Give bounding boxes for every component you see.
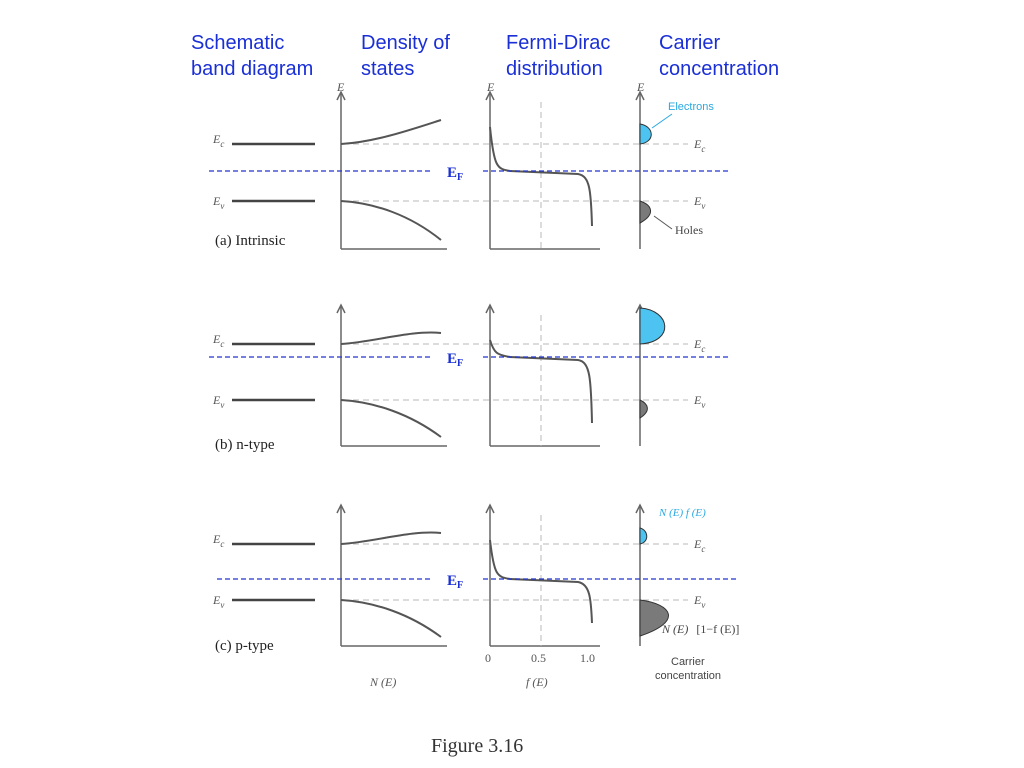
ev-sub-right: v (701, 400, 705, 410)
fermi-dirac-curve (489, 126, 593, 227)
fd-arrow (485, 303, 495, 314)
fermi-level-sub: F (457, 358, 463, 369)
ec-label: Ec (212, 332, 224, 349)
electron-distribution (639, 527, 648, 545)
x-label-carrier-line2: concentration (655, 670, 721, 682)
ev-sub: v (220, 400, 224, 410)
fermi-level-sub: F (457, 580, 463, 591)
header-band-diagram-line1: Schematic (191, 32, 284, 54)
fermi-level-sub: F (457, 172, 463, 183)
x-label-carrier-line1: Carrier (671, 656, 705, 668)
electrons-label: Electrons (668, 101, 714, 113)
ec-sub: c (220, 339, 224, 349)
holes-pointer (653, 215, 673, 230)
x-label-dos: N (E) (369, 675, 396, 689)
x-tick-10: 1.0 (580, 651, 595, 665)
fermi-dirac-curve (489, 339, 593, 424)
dos-conduction-curve (340, 531, 442, 545)
ec-sub-right: c (701, 344, 705, 354)
dos-conduction-curve (340, 331, 442, 345)
cc-arrow (635, 503, 645, 514)
electron-distribution (639, 123, 652, 145)
fermi-level-label: EF (447, 351, 463, 369)
ev-label: Ev (212, 194, 224, 211)
ec-sub-right: c (701, 544, 705, 554)
ev-sub-right: v (701, 201, 705, 211)
n1f-label: N (E) [1−f (E)] (661, 620, 739, 637)
fd-arrow (485, 90, 495, 101)
ev-label: Ev (212, 593, 224, 610)
fermi-level-label: EF (447, 573, 463, 591)
ev-label-right: Ev (693, 593, 705, 610)
ec-sub: c (220, 539, 224, 549)
fd-axis-e-label: E (486, 80, 495, 94)
cc-arrow (635, 90, 645, 101)
ec-label-right: Ec (693, 337, 705, 354)
nf-label: N (E) f (E) (658, 507, 706, 519)
header-density-of-states-line2: states (361, 58, 414, 80)
header-density-of-states-line1: Density of (361, 32, 450, 54)
fermi-dirac-curve (489, 539, 593, 624)
n1f-label-a: N (E) (661, 622, 688, 636)
header-fermi-dirac-line2: distribution (506, 58, 603, 80)
dos-arrow (336, 303, 346, 314)
ec-label: Ec (212, 132, 224, 149)
fd-arrow (485, 503, 495, 514)
ec-sub-right: c (701, 144, 705, 154)
electrons-pointer (651, 113, 673, 129)
x-tick-0: 0 (485, 651, 491, 665)
ev-label-right: Ev (693, 393, 705, 410)
holes-label: Holes (675, 223, 703, 237)
dos-arrow (336, 90, 346, 101)
ev-label-right: Ev (693, 194, 705, 211)
ec-label-right: Ec (693, 137, 705, 154)
dos-axis-e-label: E (336, 80, 345, 94)
cc-axis-e-label: E (636, 80, 645, 94)
x-tick-05: 0.5 (531, 651, 546, 665)
header-carrier-concentration-line1: Carrier (659, 32, 720, 54)
header-band-diagram-line2: band diagram (191, 58, 313, 80)
ec-label: Ec (212, 532, 224, 549)
dos-arrow (336, 503, 346, 514)
holes-annotation: Holes (653, 215, 703, 237)
electrons-annotation: Electrons (651, 101, 714, 129)
fermi-level-label: EF (447, 165, 463, 183)
hole-distribution (639, 399, 648, 419)
dos-valence-curve (340, 200, 442, 241)
ev-sub: v (220, 201, 224, 211)
ev-sub-right: v (701, 600, 705, 610)
ec-sub: c (220, 139, 224, 149)
ev-sub: v (220, 600, 224, 610)
header-fermi-dirac-line1: Fermi-Dirac (506, 32, 610, 54)
figure-caption: Figure 3.16 (431, 735, 523, 757)
dos-conduction-curve (340, 119, 442, 145)
header-carrier-concentration-line2: concentration (659, 58, 779, 80)
ec-label-right: Ec (693, 537, 705, 554)
hole-distribution (639, 200, 651, 224)
n1f-label-b: [1−f (E)] (696, 622, 739, 636)
electron-distribution (639, 307, 666, 345)
panel-caption: (b) n-type (215, 437, 275, 453)
panel-caption: (c) p-type (215, 638, 274, 654)
panel-caption: (a) Intrinsic (215, 233, 286, 249)
ev-label: Ev (212, 393, 224, 410)
dos-valence-curve (340, 399, 442, 438)
hole-distribution (639, 599, 669, 637)
x-label-fd: f (E) (526, 675, 548, 689)
dos-valence-curve (340, 599, 442, 638)
